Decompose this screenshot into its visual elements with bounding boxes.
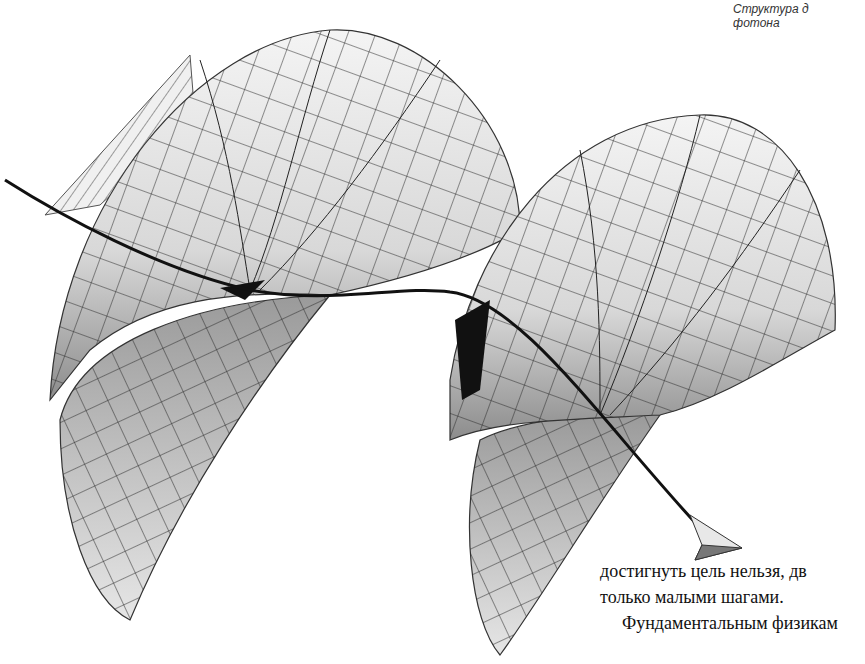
body-text: Фундаментальным физикам [622,610,838,636]
body-text: достигнуть цель нельзя, дв только малыми… [600,558,810,610]
photon-trajectory [5,180,742,560]
figure-caption: Структура д фотона [733,2,812,30]
helical-surface [50,30,520,620]
helical-surface [450,115,835,655]
